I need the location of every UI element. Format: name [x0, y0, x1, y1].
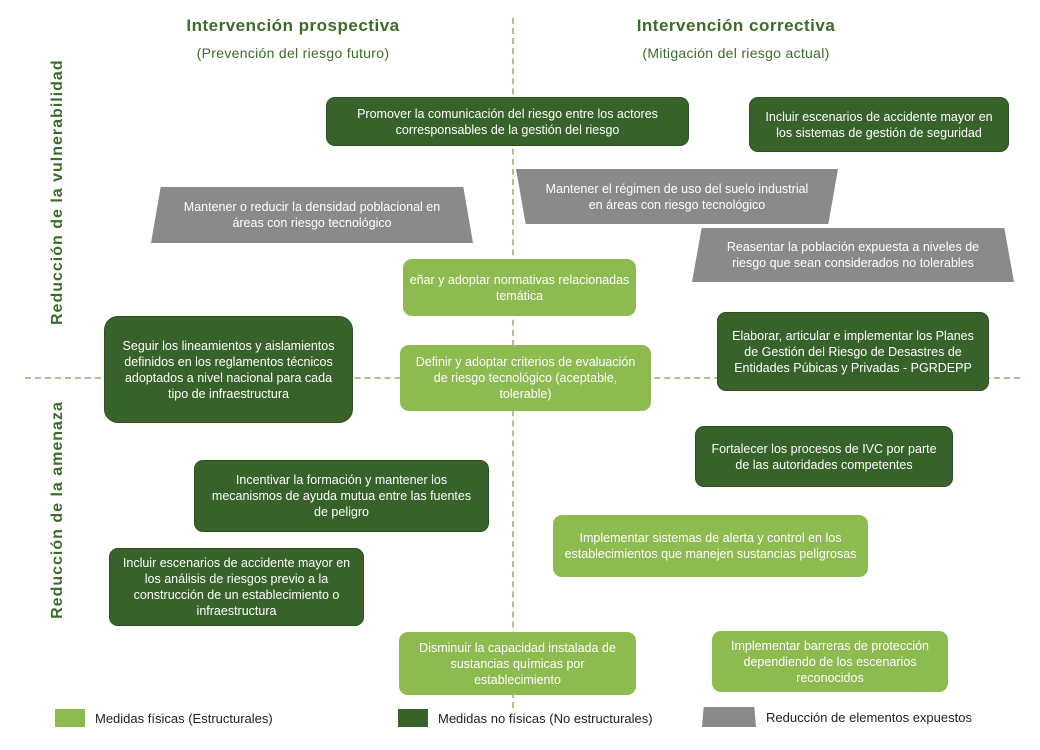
corrective-header: Intervención correctiva (Mitigación del …	[586, 16, 886, 61]
threat-label: Reducción de la amenaza	[49, 401, 66, 619]
legend-dark-swatch	[398, 709, 428, 727]
vulnerability-label: Reducción de la vulnerabilidad	[49, 59, 66, 325]
box-disminuir-capacidad: Disminuir la capacidad instalada de sust…	[399, 632, 636, 695]
box-incluir-escenarios-gestion: Incluir escenarios de accidente mayor en…	[749, 97, 1009, 152]
prospective-subtitle: (Prevención del riesgo futuro)	[196, 45, 390, 61]
box-implementar-barreras: Implementar barreras de protección depen…	[712, 631, 948, 692]
disenar-line-2: temática	[495, 288, 544, 303]
legend-dark: Medidas no físicas (No estructurales)	[398, 709, 653, 727]
prospective-header: Intervención prospectiva (Prevención del…	[143, 16, 443, 61]
box-seguir-lineamientos: Seguir los lineamientos y aislamientos d…	[104, 316, 353, 423]
legend-gray: Reducción de elementos expuestos	[702, 707, 972, 727]
box-mantener-regimen: Mantener el régimen de uso del suelo ind…	[516, 169, 838, 224]
corrective-title: Intervención correctiva	[636, 16, 836, 35]
box-incentivar-formacion: Incentivar la formación y mantener los m…	[194, 460, 489, 532]
legend-dark-label: Medidas no físicas (No estructurales)	[438, 710, 653, 726]
box-fortalecer-ivc: Fortalecer los procesos de IVC por parte…	[695, 426, 953, 487]
box-definir-criterios: Definir y adoptar criterios de evaluació…	[400, 345, 651, 411]
legend-light: Medidas físicas (Estructurales)	[55, 709, 273, 727]
box-mantener-densidad: Mantener o reducir la densidad poblacion…	[151, 187, 473, 243]
corrective-subtitle: (Mitigación del riesgo actual)	[642, 45, 830, 61]
box-elaborar-planes: Elaborar, articular e implementar los Pl…	[717, 312, 989, 391]
box-incluir-escenarios-analisis: Incluir escenarios de accidente mayor en…	[109, 548, 364, 626]
legend-gray-swatch	[702, 707, 756, 727]
legend-light-swatch	[55, 709, 85, 727]
legend-light-label: Medidas físicas (Estructurales)	[95, 710, 273, 726]
box-reasentar-poblacion: Reasentar la población expuesta a nivele…	[692, 228, 1014, 282]
prospective-title: Intervención prospectiva	[186, 16, 400, 35]
box-implementar-alerta: Implementar sistemas de alerta y control…	[553, 515, 868, 577]
legend-gray-label: Reducción de elementos expuestos	[766, 709, 972, 725]
box-promover-comunicacion: Promover la comunicación del riesgo entr…	[326, 97, 689, 146]
box-disenar-normativas: eñar y adoptar normativas relacionadas t…	[403, 259, 636, 316]
disenar-line-1: eñar y adoptar normativas relacionadas	[409, 272, 630, 287]
